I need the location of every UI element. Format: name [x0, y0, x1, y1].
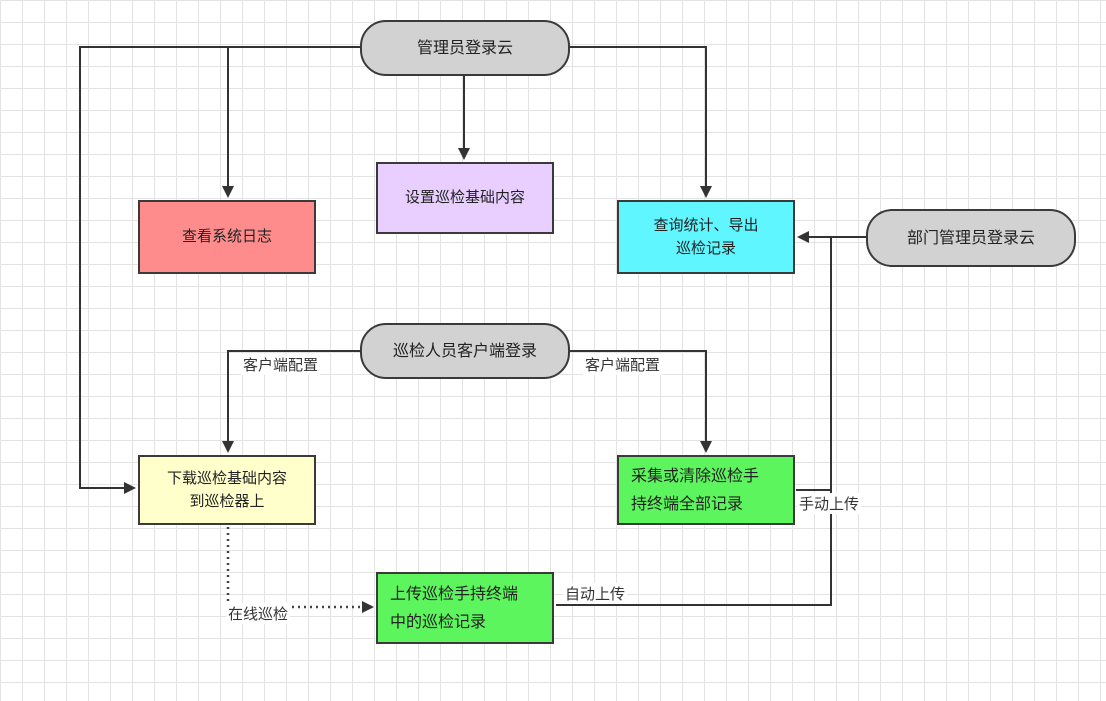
inspector-login-node: 巡检人员客户端登录: [360, 323, 570, 379]
download-content-label: 下载巡检基础内容 到巡检器上: [166, 468, 287, 510]
edge-admin-to-query: [570, 46, 712, 198]
collect-clear-label: 采集或清除巡检手 持终端全部记录: [631, 466, 760, 513]
set-content-label: 设置巡检基础内容: [404, 188, 525, 207]
client-config-right-label: 客户端配置: [583, 354, 663, 375]
download-content-node: 下载巡检基础内容 到巡检器上: [138, 455, 316, 525]
edge-admin-to-download: [79, 46, 360, 494]
query-export-label: 查询统计、导出 巡检记录: [653, 215, 759, 257]
dept-admin-login-node: 部门管理员登录云: [866, 209, 1076, 267]
set-content-node: 设置巡检基础内容: [376, 162, 554, 234]
admin-login-node: 管理员登录云: [360, 20, 570, 76]
query-export-node: 查询统计、导出 巡检记录: [617, 200, 795, 274]
manual-upload-label: 手动上传: [797, 493, 862, 514]
admin-login-label: 管理员登录云: [416, 37, 513, 57]
inspector-login-label: 巡检人员客户端登录: [392, 340, 537, 360]
view-logs-node: 查看系统日志: [138, 200, 316, 274]
edge-upload-auto: [556, 237, 832, 606]
view-logs-label: 查看系统日志: [181, 227, 272, 246]
collect-clear-node: 采集或清除巡检手 持终端全部记录: [617, 455, 795, 525]
client-config-left-label: 客户端配置: [241, 354, 321, 375]
edge-inspector-to-collect: [570, 350, 712, 453]
dept-admin-login-label: 部门管理员登录云: [906, 227, 1035, 247]
edge-inspector-to-download: [222, 350, 360, 453]
edge-online-inspection: [226, 527, 374, 613]
upload-records-label: 上传巡检手持终端 中的巡检记录: [390, 584, 519, 631]
upload-records-node: 上传巡检手持终端 中的巡检记录: [376, 572, 554, 644]
auto-upload-label: 自动上传: [563, 583, 628, 604]
online-inspection-label: 在线巡检: [226, 603, 291, 624]
